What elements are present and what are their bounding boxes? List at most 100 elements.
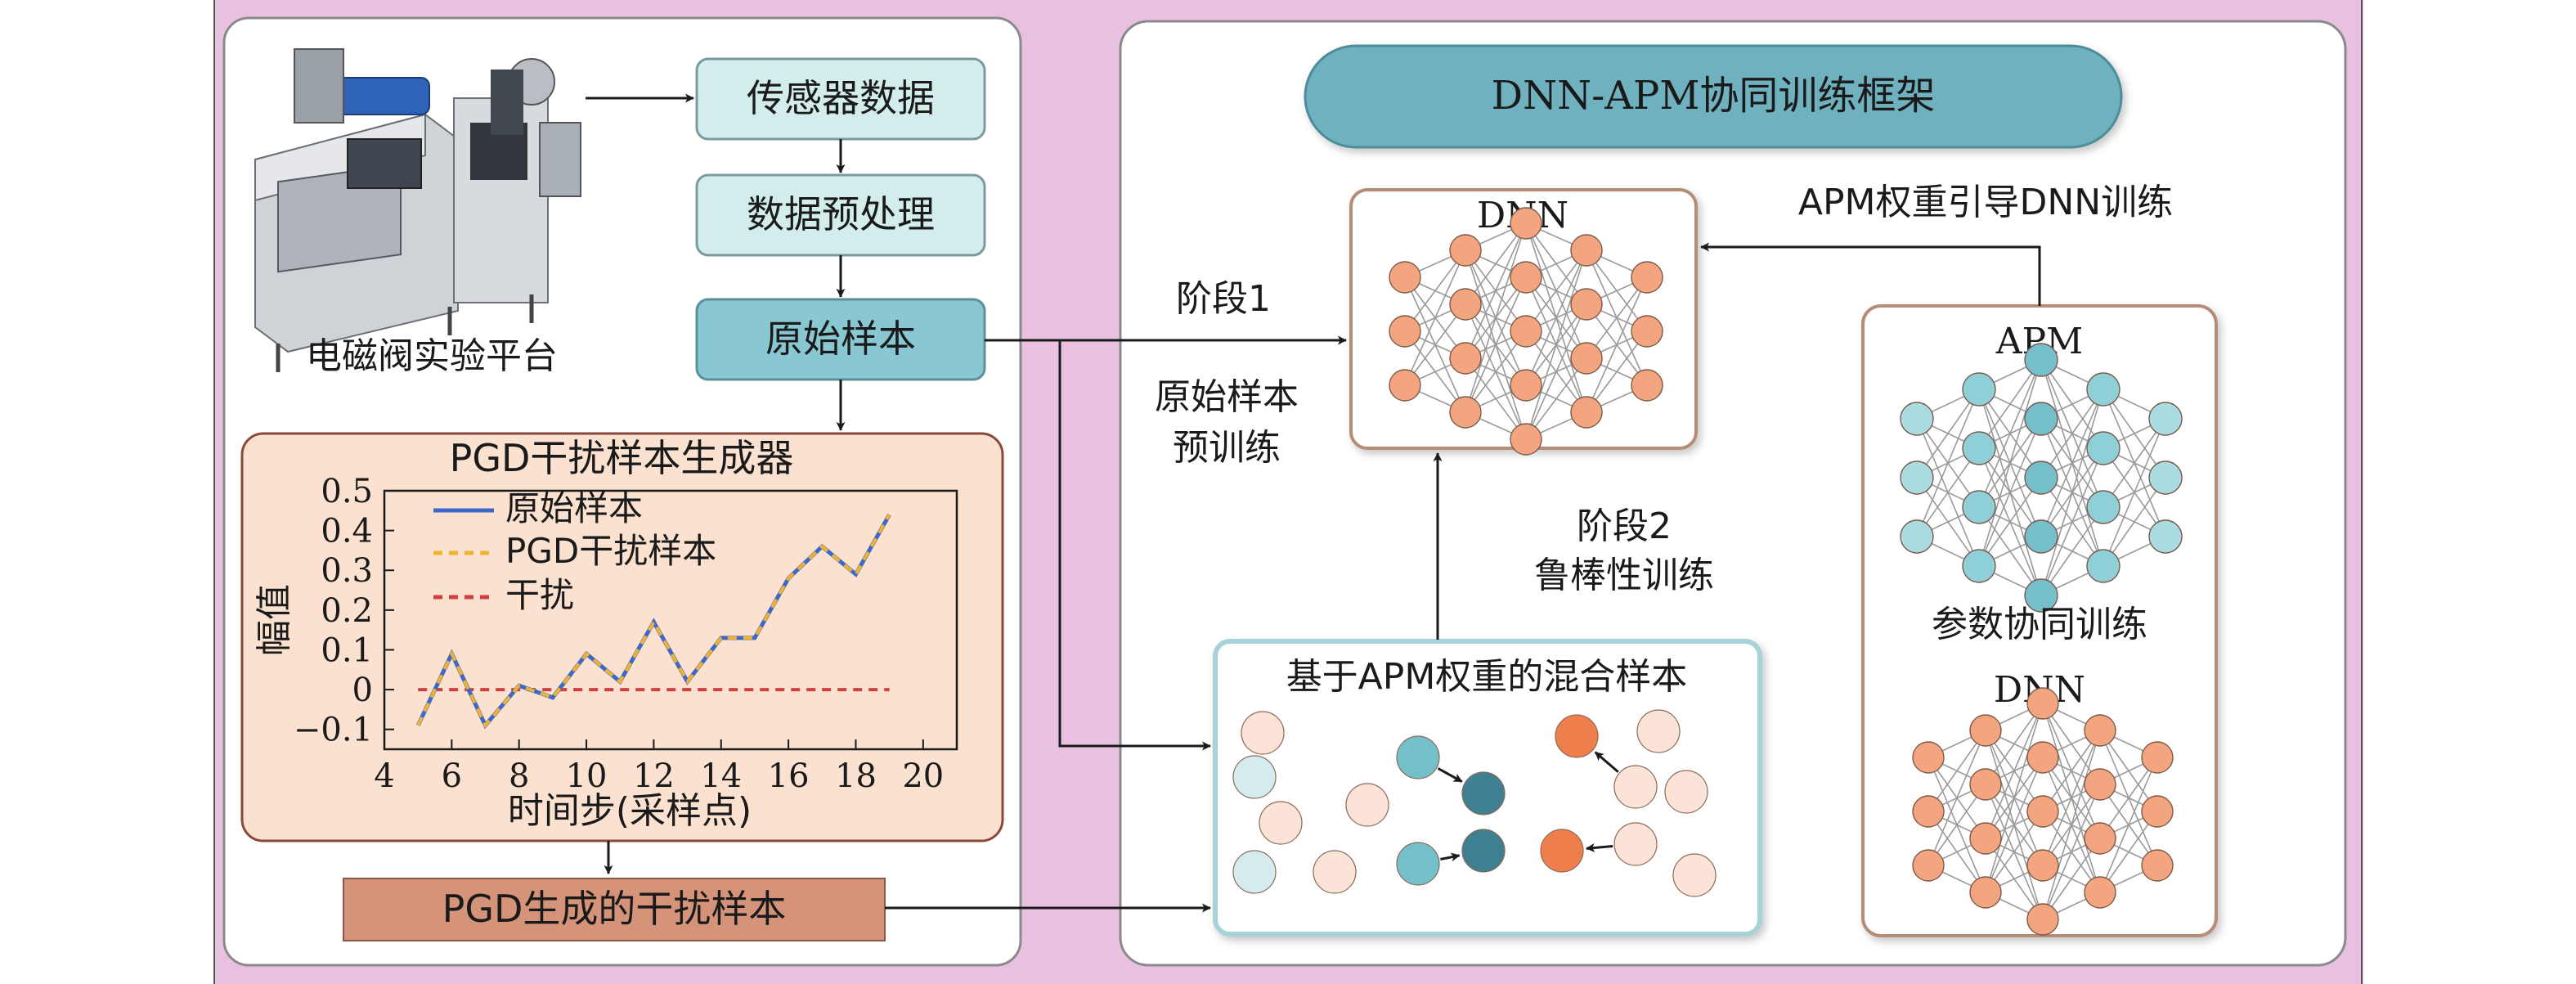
dnn-top-edge [1465,330,1527,413]
apm-edge [1978,359,2042,508]
dnn-top-edge [1586,276,1648,359]
sample-dot [1540,829,1584,873]
chart-xlabel: 时间步(采样点) [508,790,752,832]
apm-node [1962,490,1996,524]
robust-label: 鲁棒性训练 [1534,555,1714,596]
apm-edge [2103,418,2166,567]
dnn-bottom-node [2141,741,2174,774]
dnn-top-edge [1586,276,1648,413]
pretrain-label-1: 原始样本 [1155,376,1299,418]
stage1-label: 阶段1 [1176,278,1271,320]
apm-edge [1916,389,1980,479]
stage2-label: 阶段2 [1577,505,1672,547]
x-tick-label: 16 [768,757,810,795]
dnn-top-node [1510,261,1542,294]
dnn-bottom-node [1912,741,1945,774]
dnn-top-node [1510,369,1542,402]
framework-title: DNN-APM协同训练框架 [1492,73,1936,119]
dnn-top-edge [1404,249,1466,386]
dnn-top-node [1570,396,1603,429]
dnn-bottom-node [1969,768,2002,801]
dnn-bottom-node [2026,741,2059,774]
dnn-bottom-node [2141,795,2174,828]
y-tick-label: 0.5 [321,473,373,510]
legend-label: 干扰 [505,575,574,615]
sample-dot [1396,842,1440,886]
apm-node [2086,431,2120,465]
dnn-top-edge [1404,303,1466,386]
dnn-top-edge [1465,222,1527,413]
chart-frame [383,489,958,751]
dnn-bottom-edge [1928,730,1986,866]
x-tick-label: 18 [835,757,877,795]
sample-dot [1232,850,1277,894]
sample-dot [1664,770,1708,814]
dnn-bottom-edge [2042,730,2101,866]
pgd-generator-title: PGD干扰样本生成器 [450,436,794,480]
dnn-top-node [1631,315,1663,348]
y-tick-label: 0.2 [321,592,373,630]
sample-dot [1672,853,1717,897]
apm-node [2024,402,2058,436]
dnn-bottom-edge [2099,757,2158,893]
dnn-bottom-edge [1985,811,2044,893]
apm-node [1900,519,1934,554]
dnn-top-node [1510,423,1542,456]
dnn-top-node [1389,369,1421,402]
sample-dot [1241,711,1285,755]
param-cotrain-label: 参数协同训练 [1932,604,2147,645]
preprocessing-label: 数据预处理 [747,192,935,236]
platform-label: 电磁阀实验平台 [306,335,558,377]
apm-node [1962,372,1996,407]
dnn-bottom-node [1969,876,2002,909]
sensor-data-label: 传感器数据 [747,76,935,120]
legend-label: PGD干扰样本 [505,531,716,571]
dnn-top-edge [1404,249,1466,332]
dnn-top-edge [1525,303,1587,440]
sample-dot [1555,714,1599,758]
apm-edge [2040,389,2104,479]
dnn-bottom-node [1969,822,2002,855]
pgd-output-label: PGD生成的干扰样本 [442,887,787,931]
dnn-bottom-edge [1985,703,2044,785]
sample-dot [1232,755,1277,799]
y-tick-label: 0.1 [321,631,373,669]
apm-node [2148,402,2183,436]
dnn-bottom-node [2084,876,2116,909]
apm-node [1962,431,1996,465]
x-tick-label: 6 [442,757,462,795]
sample-dot [1259,801,1303,845]
dnn-top-node [1631,261,1663,294]
dnn-bottom-node [2026,903,2059,936]
dnn-bottom-network [1912,687,2174,936]
guidance-label: APM权重引导DNN训练 [1798,182,2173,223]
dnn-bottom-edge [2042,838,2101,920]
dnn-top-node [1510,315,1542,348]
apm-edge [1978,359,2042,567]
sample-dot [1613,822,1658,866]
dnn-top-edge [1525,249,1587,332]
dnn-bottom-node [2026,849,2059,882]
dnn-top-edge [1525,357,1587,440]
pgd-output-box [343,878,886,941]
dnn-bottom-edge [2099,811,2158,893]
apm-edge [2040,506,2104,596]
dnn-top-node [1449,234,1482,267]
dnn-top-network [1389,207,1663,456]
sample-shift-arrow [1594,751,1619,773]
mixed-samples-dots [1232,709,1717,897]
sample-dot [1613,765,1658,809]
chart-ylabel: 幅值 [254,584,295,656]
apm-node [2024,343,2058,377]
dnn-top-node [1510,207,1542,240]
sample-dot [1461,829,1506,873]
apm-edge [2040,389,2104,537]
dnn-bottom-edge [2042,784,2101,920]
apm-node [2086,490,2120,524]
y-tick-label: 0.4 [321,513,373,550]
apm-node [2148,461,2183,495]
x-tick-label: 14 [700,757,742,795]
dnn-bottom-edge [2099,757,2158,839]
dnn-top-node [1449,396,1482,429]
